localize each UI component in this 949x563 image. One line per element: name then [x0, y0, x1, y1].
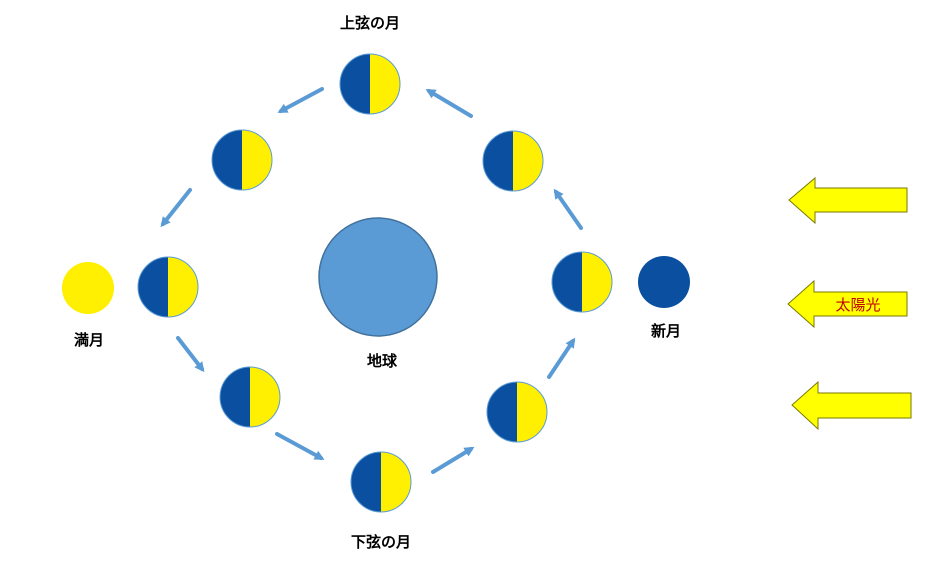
label-sunlight: 太陽光: [835, 296, 880, 314]
moon-right: [551, 251, 613, 313]
orbit-arrow-4: [275, 432, 325, 460]
label-last-quarter: 下弦の月: [351, 533, 411, 551]
moon-lower-right: [486, 381, 548, 443]
full-moon: [62, 262, 114, 314]
moon-left: [137, 256, 199, 318]
moon-first-quarter: [339, 53, 401, 115]
sunlight-arrow-middle: [787, 279, 908, 329]
moon-upper-right: [482, 130, 544, 192]
orbit-arrow-1: [277, 87, 324, 113]
sunlight-arrow-bottom: [791, 380, 912, 431]
moon-lower-left: [219, 366, 281, 428]
label-first-quarter: 上弦の月: [340, 14, 400, 32]
label-earth: 地球: [367, 352, 398, 370]
earth: [318, 217, 438, 337]
orbit-arrow-7: [553, 188, 583, 230]
label-full-moon: 満月: [74, 331, 104, 349]
orbit-arrow-6: [547, 337, 576, 379]
new-moon: [638, 256, 690, 308]
sunlight-arrow-top: [788, 176, 908, 225]
orbit-arrow-8: [425, 88, 473, 118]
moon-upper-left: [211, 129, 273, 191]
orbit-arrow-3: [176, 336, 205, 373]
orbit-arrow-2: [160, 188, 192, 228]
moon-last-quarter: [350, 451, 412, 513]
orbit-arrow-5: [431, 446, 475, 474]
label-new-moon: 新月: [651, 322, 681, 340]
